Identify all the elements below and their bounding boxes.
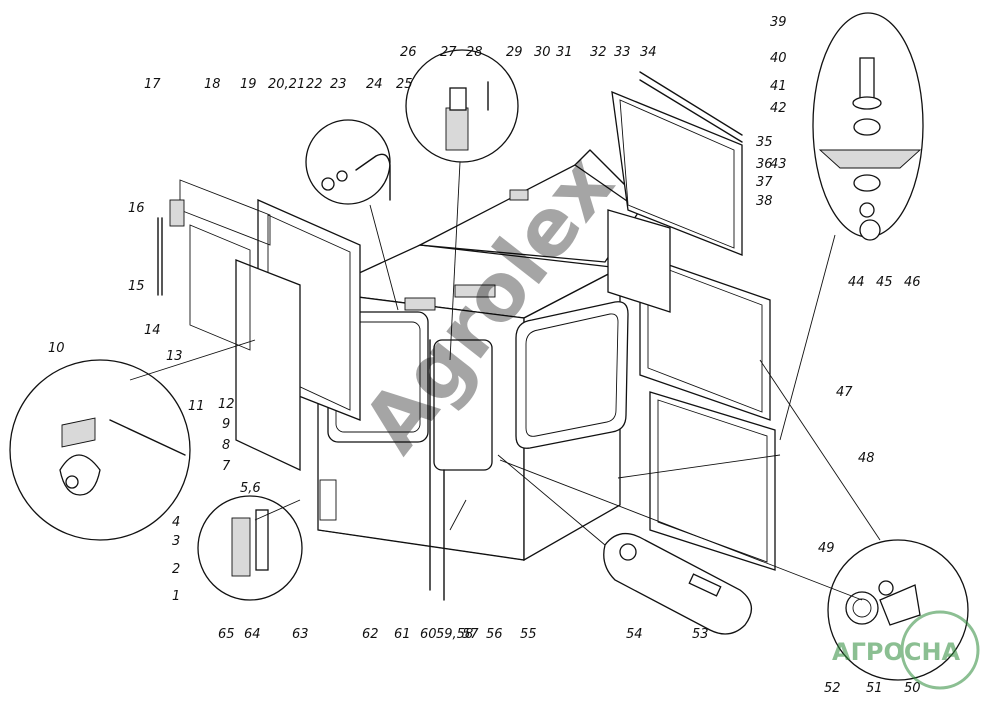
callout-label: 31 bbox=[556, 45, 573, 60]
callout-label: 7 bbox=[222, 459, 231, 474]
callout-label: 37 bbox=[756, 175, 773, 190]
callout-label: 40 bbox=[770, 51, 787, 66]
callout-label: 20,21 bbox=[268, 77, 305, 92]
callout-label: 53 bbox=[692, 627, 709, 642]
callout-label: 5,6 bbox=[240, 481, 261, 496]
callout-label: 12 bbox=[218, 397, 235, 412]
callout-label: 34 bbox=[640, 45, 657, 60]
callout-label: 50 bbox=[904, 681, 921, 696]
callout-label: 27 bbox=[440, 45, 457, 60]
right-side-panels bbox=[607, 71, 776, 571]
callout-label: 16 bbox=[128, 201, 145, 216]
detail-circle-bolt-top bbox=[305, 119, 391, 205]
callout-label: 1 bbox=[172, 589, 180, 604]
callout-label: 25 bbox=[396, 77, 413, 92]
callout-label: 39 bbox=[770, 15, 787, 30]
callout-label: 9 bbox=[222, 417, 230, 432]
callout-label: 13 bbox=[166, 349, 183, 364]
detail-circle-hinge-top bbox=[405, 49, 519, 163]
callout-label: 49 bbox=[818, 541, 835, 556]
callout-label: 26 bbox=[400, 45, 417, 60]
detail-circle-handle bbox=[827, 539, 969, 681]
left-side-panels bbox=[157, 179, 361, 472]
callout-label: 44 bbox=[848, 275, 865, 290]
callout-label: 45 bbox=[876, 275, 893, 290]
callout-label: 32 bbox=[590, 45, 607, 60]
callout-label: 8 bbox=[222, 438, 230, 453]
callout-label: 55 bbox=[520, 627, 537, 642]
detail-capsule-bolt bbox=[603, 533, 752, 635]
callout-label: 35 bbox=[756, 135, 773, 150]
callout-label: 23 bbox=[330, 77, 347, 92]
callout-label: 15 bbox=[128, 279, 145, 294]
callout-label: 59,58 bbox=[436, 627, 473, 642]
callout-label: 18 bbox=[204, 77, 221, 92]
callout-label: 33 bbox=[614, 45, 631, 60]
callout-label: 64 bbox=[244, 627, 261, 642]
callout-label: 14 bbox=[144, 323, 161, 338]
callout-label: 22 bbox=[306, 77, 323, 92]
callout-label: 2 bbox=[172, 562, 180, 577]
callout-label: 38 bbox=[756, 194, 773, 209]
logo-text: AГРОСНА bbox=[832, 638, 961, 666]
callout-label: 42 bbox=[770, 101, 787, 116]
detail-circle-mount-right bbox=[812, 12, 924, 241]
callout-label: 17 bbox=[144, 77, 161, 92]
detail-circle-door-lock bbox=[197, 495, 303, 601]
callout-label: 4 bbox=[172, 515, 180, 530]
callout-label: 3 bbox=[172, 534, 180, 549]
callout-label: 11 bbox=[188, 399, 205, 414]
callout-label: 48 bbox=[858, 451, 875, 466]
detail-circle-hinge-left bbox=[9, 359, 191, 541]
callout-label: 47 bbox=[836, 385, 853, 400]
callout-label: 36 bbox=[756, 157, 773, 172]
callout-label: 62 bbox=[362, 627, 379, 642]
callout-label: 30 bbox=[534, 45, 551, 60]
callout-label: 19 bbox=[240, 77, 257, 92]
callout-label: 60 bbox=[420, 627, 437, 642]
callout-label: 28 bbox=[466, 45, 483, 60]
callout-label: 29 bbox=[506, 45, 523, 60]
callout-label: 46 bbox=[904, 275, 921, 290]
callout-label: 54 bbox=[626, 627, 643, 642]
callout-label: 56 bbox=[486, 627, 503, 642]
callout-label: 61 bbox=[394, 627, 411, 642]
leader-lines bbox=[129, 161, 881, 601]
callout-label: 24 bbox=[366, 77, 383, 92]
callout-label: 41 bbox=[770, 79, 787, 94]
callout-label: 10 bbox=[48, 341, 65, 356]
logo-badge: AГРОСНА bbox=[832, 610, 980, 690]
callout-label: 51 bbox=[866, 681, 883, 696]
callout-label: 63 bbox=[292, 627, 309, 642]
callout-label: 52 bbox=[824, 681, 841, 696]
callout-label: 57 bbox=[462, 627, 479, 642]
callout-label: 43 bbox=[770, 157, 787, 172]
callout-label: 65 bbox=[218, 627, 235, 642]
